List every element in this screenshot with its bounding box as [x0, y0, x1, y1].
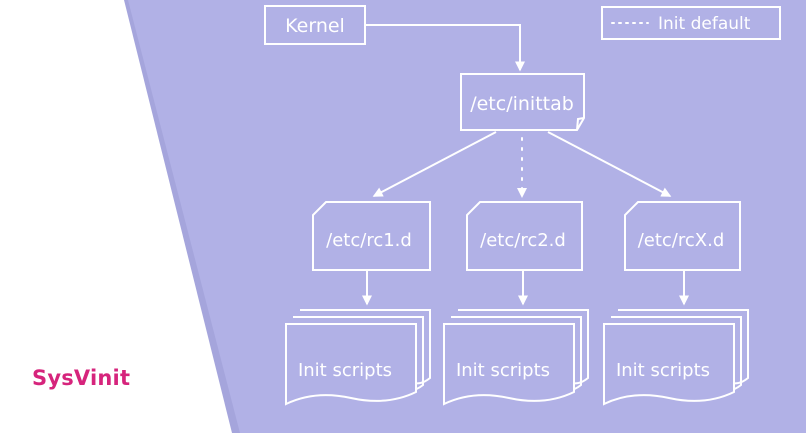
kernel-label: Kernel [285, 15, 345, 37]
rcx-file-shape [624, 201, 741, 271]
rc2-file-shape [466, 201, 583, 271]
scripts-2-label: Init scripts [456, 360, 550, 381]
arrowhead-rc2 [517, 188, 527, 198]
brand-title: SysVinit [32, 366, 131, 390]
rc2-label: /etc/rc2.d [480, 230, 566, 251]
scripts-stack-3 [603, 309, 749, 406]
scripts-stack-2 [443, 309, 589, 406]
scripts-1-label: Init scripts [298, 360, 392, 381]
scripts-stack-1 [285, 309, 431, 406]
kernel-to-inittab-arrow [365, 24, 525, 72]
arrow-to-rcx [547, 131, 672, 197]
rcx-label: /etc/rcX.d [638, 230, 725, 251]
arrow-to-rc1 [372, 131, 497, 197]
legend-label: Init default [658, 14, 751, 34]
rc1-label: /etc/rc1.d [326, 230, 412, 251]
inittab-file-shape [460, 73, 585, 131]
legend-box [601, 6, 781, 40]
inittab-label: /etc/inittab [470, 93, 574, 115]
scripts-3-label: Init scripts [616, 360, 710, 381]
rc1-file-shape [312, 201, 431, 271]
inittab-corner-fold [576, 117, 585, 131]
